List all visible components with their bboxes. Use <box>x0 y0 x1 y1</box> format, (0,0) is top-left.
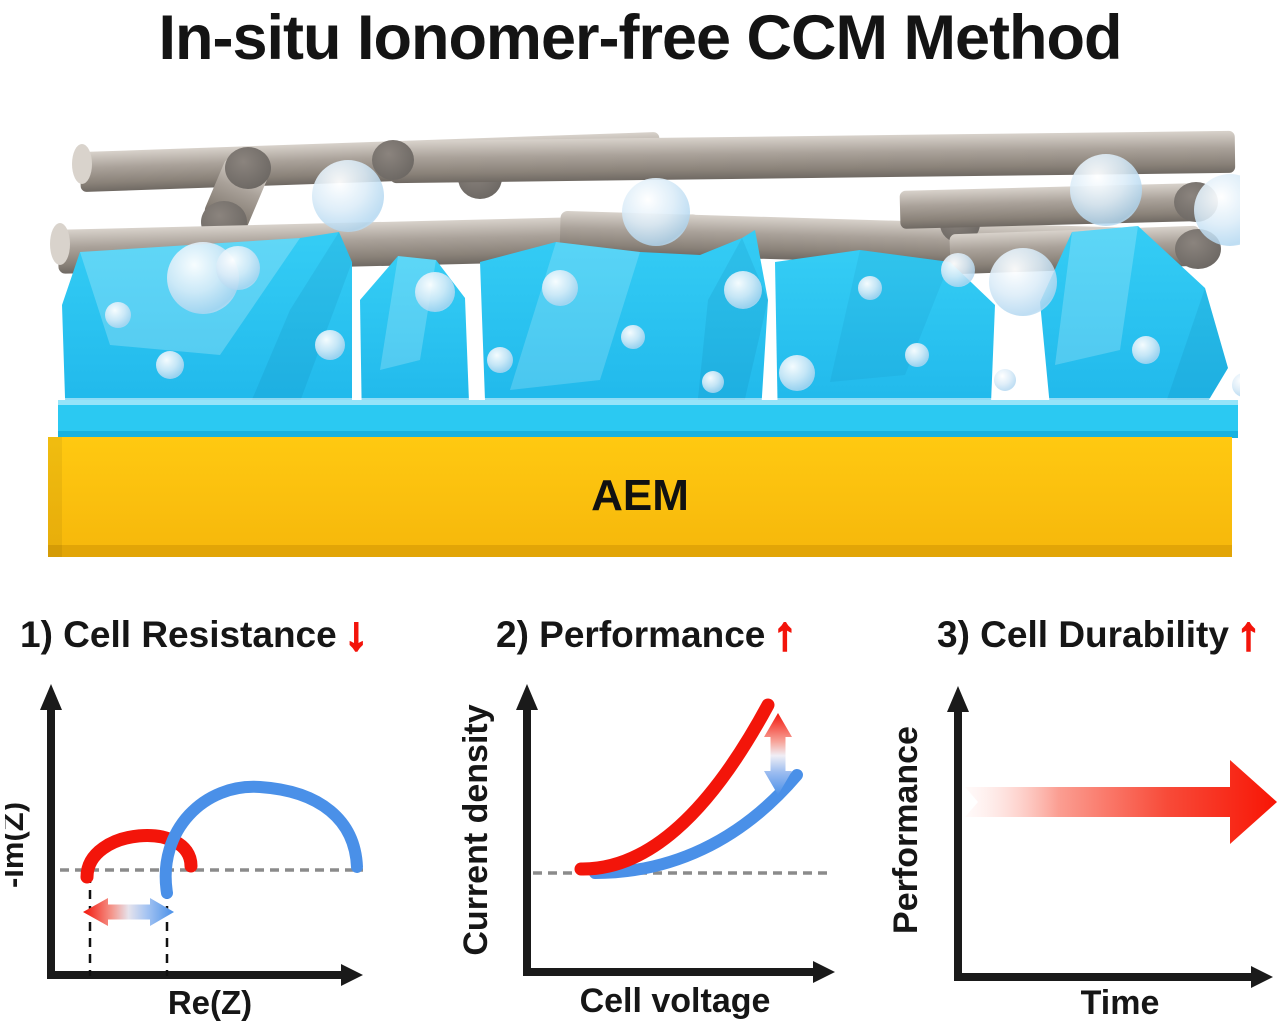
red-semicircle <box>80 829 198 884</box>
durability-chart: Performance Time <box>887 686 1277 1022</box>
page-title: In-situ Ionomer-free CCM Method <box>158 3 1123 73</box>
catalyst-crystal-layer <box>62 226 1228 428</box>
arrow-up-icon: ↑ <box>772 607 798 659</box>
blue-semicircle <box>159 780 363 899</box>
aem-label: AEM <box>591 471 689 520</box>
shift-arrow-icon <box>83 898 174 926</box>
water-droplets <box>105 154 1240 397</box>
y-axis-arrowhead <box>40 684 62 710</box>
membrane-illustration: AEM <box>48 130 1240 557</box>
x-axis-arrowhead <box>341 964 363 986</box>
y-axis-arrowhead <box>516 684 538 710</box>
polarization-chart: Current density Cell voltage <box>457 684 835 1020</box>
panel-2-heading: 2) Performance ↑ <box>496 607 798 659</box>
x-axis-arrowhead <box>813 961 835 983</box>
y-axis-arrowhead <box>947 686 969 712</box>
panel-3-heading: 3) Cell Durability ↑ <box>937 607 1262 659</box>
panel-1-heading: 1) Cell Resistance ↓ <box>20 607 369 659</box>
x-axis-label: Time <box>1081 984 1160 1022</box>
gap-arrow-icon <box>764 713 792 795</box>
arrow-up-icon: ↑ <box>1236 607 1262 659</box>
aem-membrane-layer: AEM <box>48 437 1232 557</box>
durability-arrow-icon <box>965 760 1277 844</box>
axes <box>47 704 345 979</box>
y-axis-label: -Im(Z) <box>5 802 30 888</box>
x-axis-label: Cell voltage <box>580 982 771 1020</box>
panel-2-heading-text: 2) Performance <box>496 614 766 655</box>
red-curve <box>574 698 775 876</box>
axes <box>523 704 817 976</box>
axes <box>954 706 1253 981</box>
panel-1-heading-text: 1) Cell Resistance <box>20 614 337 655</box>
x-axis-arrowhead <box>1251 966 1273 988</box>
catalyst-base-strip <box>58 398 1238 438</box>
blue-curve <box>589 769 803 879</box>
y-axis-label: Current density <box>457 704 495 955</box>
panel-3-heading-text: 3) Cell Durability <box>937 614 1229 655</box>
nyquist-chart: -Im(Z) Re(Z) <box>5 684 363 1021</box>
y-axis-label: Performance <box>887 726 925 934</box>
arrow-down-icon: ↓ <box>343 607 369 659</box>
x-axis-label: Re(Z) <box>168 984 252 1021</box>
